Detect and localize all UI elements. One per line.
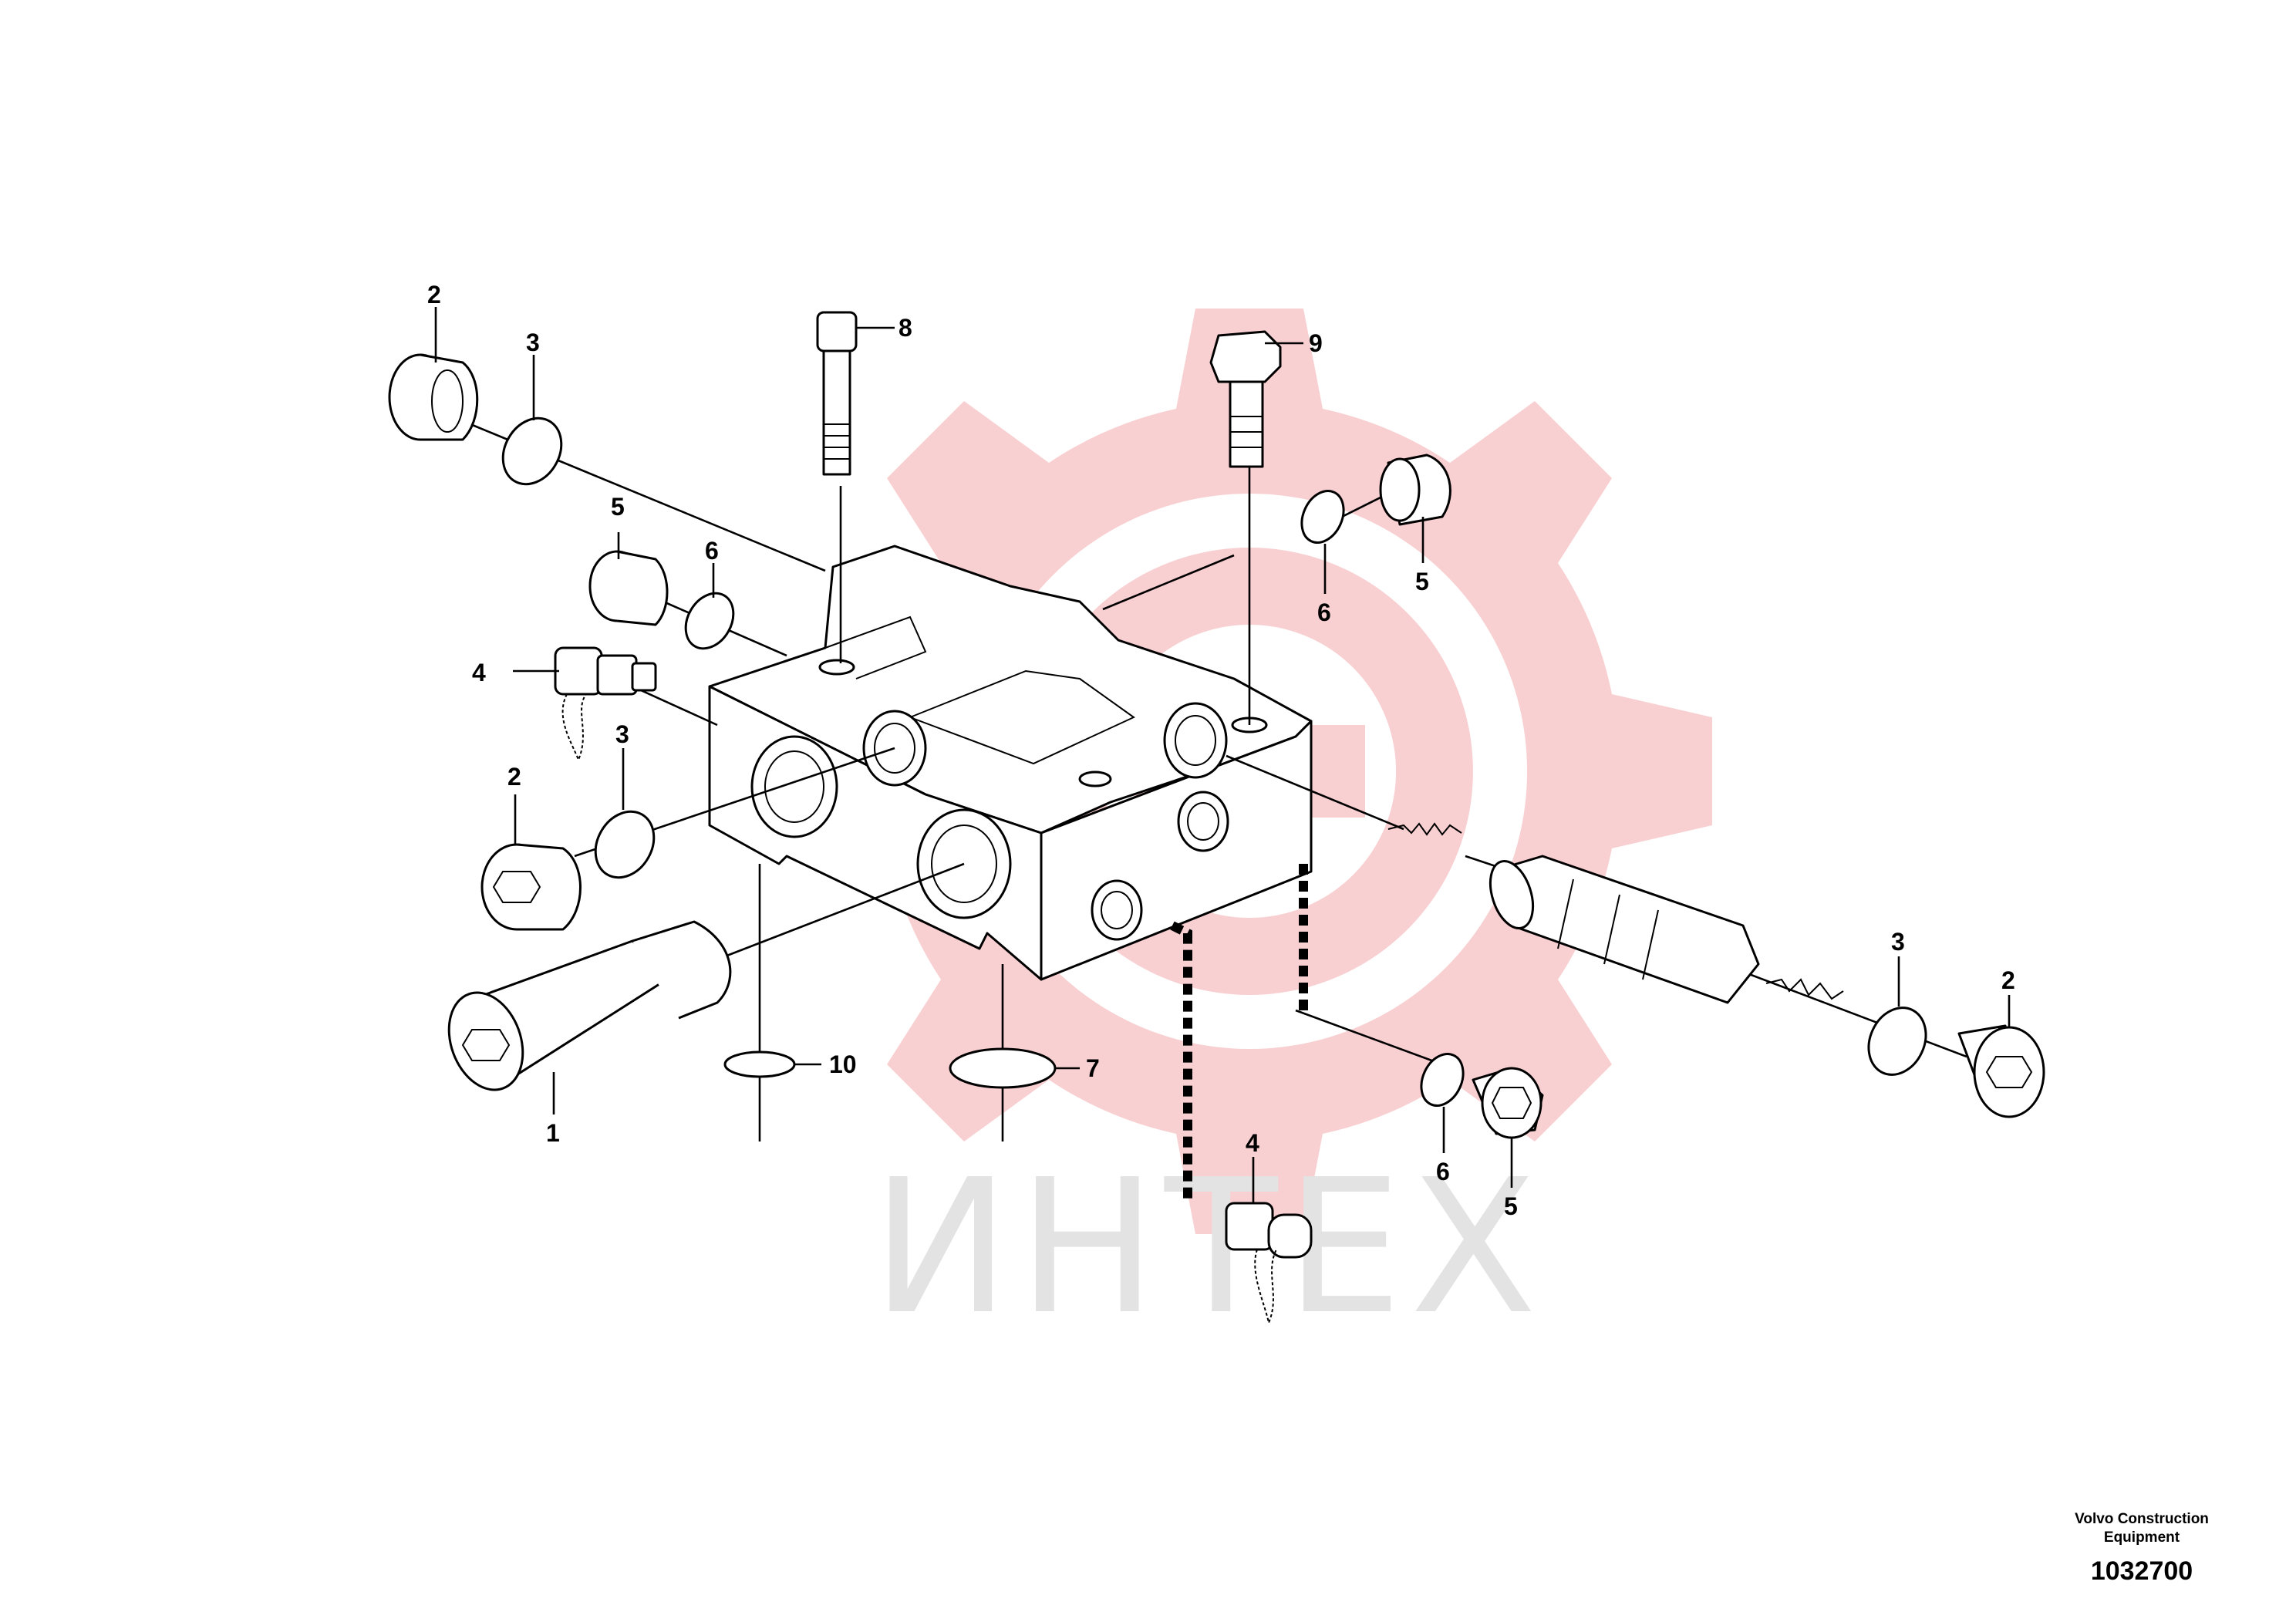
o-ring-7 [949,1047,1057,1089]
callout-3-right: 3 [1891,928,1905,956]
callout-6-top-right: 6 [1317,599,1331,626]
callout-2-right: 2 [2001,966,2015,994]
o-ring-6-top-right [1300,490,1345,544]
callout-leaders [434,307,2011,1203]
company-name-line1: Volvo Construction [2075,1511,2209,1527]
plug-5-top-right [1379,454,1451,526]
callout-8: 8 [899,314,912,342]
o-ring-3-top-left [501,416,563,486]
callout-2-left: 2 [507,763,521,791]
o-ring-6-bottom-right [1420,1053,1465,1107]
callout-4-left: 4 [472,659,486,686]
o-ring-3-right [1867,1007,1927,1076]
spool-assembly [1387,822,1844,1004]
callout-10: 10 [829,1050,857,1078]
callout-6-bottom-right: 6 [1436,1158,1450,1185]
test-coupling-4-left [554,646,657,762]
plug-5-bottom-right [1472,1067,1544,1139]
callout-5-top-right: 5 [1415,568,1429,595]
o-ring-6-left [684,592,735,650]
callout-6-left: 6 [705,537,719,565]
cap-screw-9 [1209,330,1282,468]
cap-screw-8 [816,311,858,476]
callout-5-bottom-right: 5 [1504,1192,1518,1220]
o-ring-10 [723,1050,796,1078]
callout-7: 7 [1086,1054,1100,1082]
plug-2-left [480,843,582,931]
callout-9: 9 [1309,329,1323,357]
callout-5-left: 5 [611,493,625,521]
drawing-number: 1032700 [2090,1556,2193,1586]
drawing-caption: Volvo Construction Equipment 1032700 [2041,1510,2242,1587]
callout-labels: 2 3 8 9 5 6 5 6 4 3 2 1 10 7 3 2 6 5 4 [427,281,2015,1220]
callout-3-left: 3 [615,720,629,748]
company-name-line2: Equipment [2103,1529,2180,1546]
callout-2-top-left: 2 [427,281,441,309]
plug-2-top-left [388,353,479,441]
callout-1: 1 [546,1119,560,1147]
cartridge-1 [447,920,732,1091]
callout-4-bottom: 4 [1246,1129,1259,1157]
test-coupling-4-bottom [1225,1202,1313,1326]
plug-5-left [588,550,669,626]
plug-2-right [1957,1024,2045,1118]
callout-3-top-left: 3 [526,329,540,356]
watermark-text: ИНТЕХ [872,1139,1545,1355]
o-ring-3-left [594,810,656,879]
